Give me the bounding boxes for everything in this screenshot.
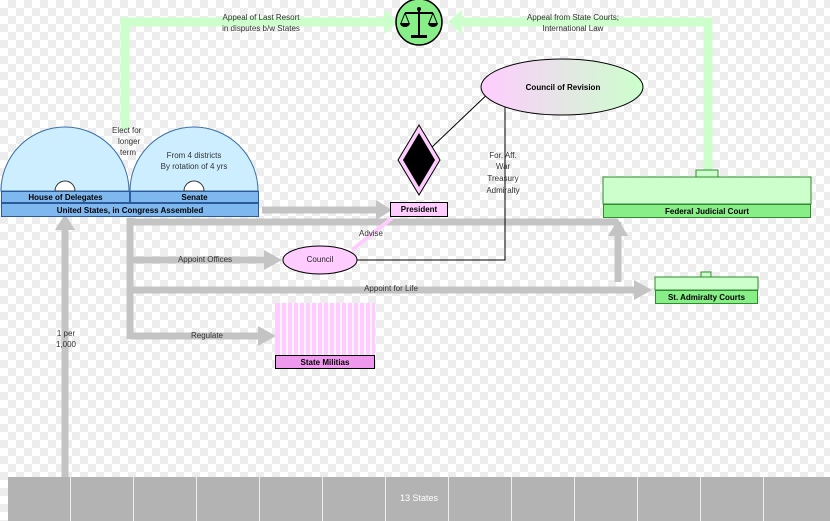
congress-label: United States, in Congress Assembled bbox=[56, 205, 204, 215]
admiralty-label: Admiralty bbox=[486, 186, 520, 195]
to-federal-court-arrowhead bbox=[608, 219, 628, 236]
council-of-revision-ellipse bbox=[480, 58, 644, 116]
thirteen-states-label: 13 States bbox=[399, 493, 439, 503]
appeal-state-courts-path bbox=[458, 17, 713, 172]
senate-districts-label-2: By rotation of 4 yrs bbox=[160, 162, 228, 171]
state-cell bbox=[197, 477, 260, 521]
state-cell bbox=[386, 477, 449, 521]
federal-judicial-court-label: Federal Judicial Court bbox=[664, 206, 750, 216]
states-to-house-arrowhead bbox=[55, 214, 75, 230]
senate-door bbox=[183, 180, 205, 192]
scales-of-justice-icon bbox=[395, 0, 443, 46]
state-cell bbox=[512, 477, 575, 521]
st-admiralty-body bbox=[654, 276, 759, 291]
appeal-last-resort-label-2: in disputes b/w States bbox=[222, 24, 300, 33]
state-cell bbox=[701, 477, 764, 521]
state-cell bbox=[134, 477, 197, 521]
one-per-label-2: 1,000 bbox=[55, 340, 77, 349]
council-label: Council bbox=[306, 255, 334, 264]
president-label: President bbox=[400, 205, 438, 214]
appoint-offices-label: Appoint Offices bbox=[177, 255, 233, 264]
to-president-arrowhead bbox=[376, 200, 392, 220]
appeal-last-resort-arrowhead bbox=[384, 10, 398, 34]
house-door bbox=[54, 180, 76, 192]
state-cell bbox=[323, 477, 386, 521]
state-cell bbox=[260, 477, 323, 521]
diamond-inner bbox=[403, 133, 435, 187]
house-of-delegates-label: House of Delegates bbox=[28, 192, 103, 202]
treasury-label: Treasury bbox=[487, 174, 519, 183]
state-cell bbox=[71, 477, 134, 521]
house-of-delegates-box: House of Delegates bbox=[1, 191, 130, 203]
appeal-last-resort-label-1: Appeal of Last Resort bbox=[222, 13, 300, 22]
for-aff-label: For. Aff. bbox=[489, 151, 517, 160]
president-box: President bbox=[390, 202, 448, 217]
congress-box: United States, in Congress Assembled bbox=[1, 203, 259, 217]
one-per-label-1: 1 per bbox=[56, 329, 76, 338]
state-cell bbox=[8, 477, 71, 521]
elect-label-2: longer bbox=[118, 137, 141, 146]
advise-line bbox=[350, 216, 394, 252]
state-militias-box: State Militias bbox=[275, 355, 375, 369]
state-cell bbox=[638, 477, 701, 521]
appeal-state-courts-label-1: Appeal from State Courts; bbox=[526, 13, 620, 22]
appoint-offices-arrowhead bbox=[264, 250, 282, 270]
militia-stripes bbox=[280, 303, 372, 355]
federal-judicial-court-box: Federal Judicial Court bbox=[603, 204, 811, 218]
senate-box: Senate bbox=[130, 191, 259, 203]
regulate-label: Regulate bbox=[190, 331, 224, 340]
revision-to-diamond bbox=[430, 87, 495, 149]
advise-label: Advise bbox=[358, 229, 383, 238]
state-militias-block bbox=[275, 303, 375, 355]
appoint-for-life-label: Appoint for Life bbox=[364, 284, 418, 293]
regulate-arrowhead bbox=[258, 326, 276, 346]
senate-districts-label-1: From 4 districts bbox=[166, 151, 222, 160]
appeal-last-resort-path bbox=[120, 17, 388, 130]
senate-dome bbox=[129, 126, 259, 192]
state-cell bbox=[575, 477, 638, 521]
elect-label-3: term bbox=[120, 148, 136, 157]
federal-court-body bbox=[602, 176, 812, 205]
state-cell bbox=[449, 477, 512, 521]
st-admiralty-courts-box: St. Admiralty Courts bbox=[655, 290, 758, 304]
revision-to-council bbox=[350, 88, 506, 261]
council-of-revision-label: Council of Revision bbox=[525, 83, 601, 92]
state-cell bbox=[764, 477, 830, 521]
appoint-life-arrowhead bbox=[634, 280, 652, 300]
council-ellipse bbox=[282, 245, 358, 275]
elect-label-1: Elect for bbox=[112, 126, 142, 135]
st-admiralty-courts-label: St. Admiralty Courts bbox=[667, 292, 746, 302]
appeal-state-courts-label-2: International Law bbox=[542, 24, 604, 33]
senate-label: Senate bbox=[181, 192, 208, 202]
war-label: War bbox=[495, 162, 511, 171]
appeal-state-courts-arrowhead bbox=[448, 10, 462, 34]
house-dome bbox=[0, 126, 130, 192]
state-militias-label: State Militias bbox=[300, 357, 350, 367]
